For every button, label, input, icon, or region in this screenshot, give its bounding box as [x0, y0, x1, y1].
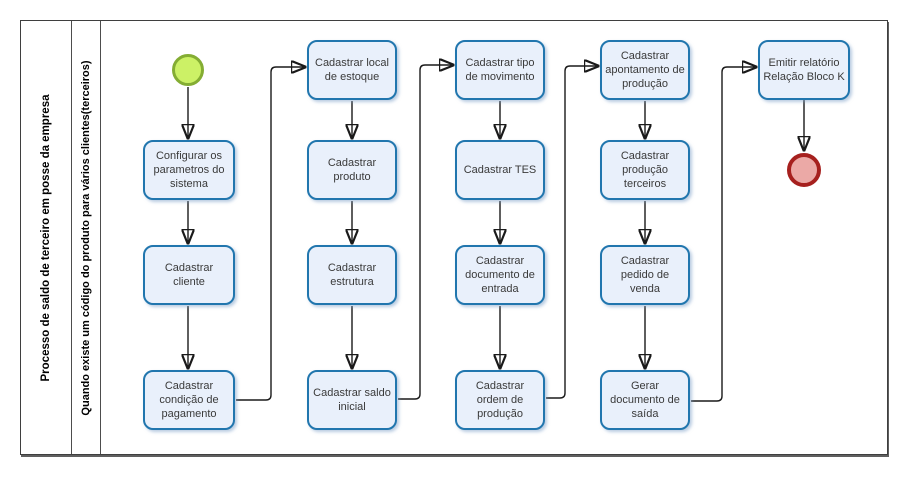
task-cadastrar-local-estoque[interactable]: Cadastrar local de estoque	[307, 40, 397, 100]
task-label: Gerar documento de saída	[610, 380, 680, 420]
end-event-circle[interactable]	[787, 153, 821, 187]
task-label: Cadastrar ordem de produção	[475, 380, 525, 420]
task-cadastrar-produto[interactable]: Cadastrar produto	[307, 140, 397, 200]
task-label: Cadastrar condição de pagamento	[159, 380, 219, 420]
pool-header: Processo de saldo de terceiro em posse d…	[21, 21, 72, 454]
task-label: Cadastrar local de estoque	[315, 57, 389, 83]
task-label: Cadastrar TES	[463, 164, 537, 176]
task-label: Cadastrar apontamento de produção	[605, 50, 685, 90]
task-label: Emitir relatório Relação Bloco K	[763, 57, 845, 83]
task-label: Cadastrar cliente	[164, 262, 214, 288]
task-cadastrar-condicao-pagamento[interactable]: Cadastrar condição de pagamento	[143, 370, 235, 430]
task-label: Cadastrar produção terceiros	[620, 150, 670, 190]
task-label: Cadastrar produto	[327, 157, 377, 183]
lane-header: Quando existe um código do produto para …	[72, 21, 101, 454]
start-event-circle[interactable]	[172, 54, 204, 86]
task-cadastrar-documento-entrada[interactable]: Cadastrar documento de entrada	[455, 245, 545, 305]
lane-label: Quando existe um código do produto para …	[80, 59, 92, 416]
task-label: Cadastrar pedido de venda	[620, 255, 670, 295]
task-cadastrar-ordem-producao[interactable]: Cadastrar ordem de produção	[455, 370, 545, 430]
task-cadastrar-tes[interactable]: Cadastrar TES	[455, 140, 545, 200]
task-cadastrar-cliente[interactable]: Cadastrar cliente	[143, 245, 235, 305]
task-cadastrar-producao-terceiros[interactable]: Cadastrar produção terceiros	[600, 140, 690, 200]
task-cadastrar-pedido-venda[interactable]: Cadastrar pedido de venda	[600, 245, 690, 305]
task-label: Cadastrar saldo inicial	[313, 387, 391, 413]
task-label: Cadastrar estrutura	[327, 262, 377, 288]
task-label: Cadastrar documento de entrada	[465, 255, 535, 295]
pool-label: Processo de saldo de terceiro em posse d…	[40, 94, 52, 381]
task-gerar-documento-saida[interactable]: Gerar documento de saída	[600, 370, 690, 430]
task-configurar-parametros[interactable]: Configurar os parametros do sistema	[143, 140, 235, 200]
task-cadastrar-apontamento-producao[interactable]: Cadastrar apontamento de produção	[600, 40, 690, 100]
task-label: Cadastrar tipo de movimento	[465, 57, 535, 83]
task-cadastrar-estrutura[interactable]: Cadastrar estrutura	[307, 245, 397, 305]
task-label: Configurar os parametros do sistema	[153, 150, 225, 190]
task-cadastrar-saldo-inicial[interactable]: Cadastrar saldo inicial	[307, 370, 397, 430]
task-emitir-relatorio-bloco-k[interactable]: Emitir relatório Relação Bloco K	[758, 40, 850, 100]
task-cadastrar-tipo-movimento[interactable]: Cadastrar tipo de movimento	[455, 40, 545, 100]
